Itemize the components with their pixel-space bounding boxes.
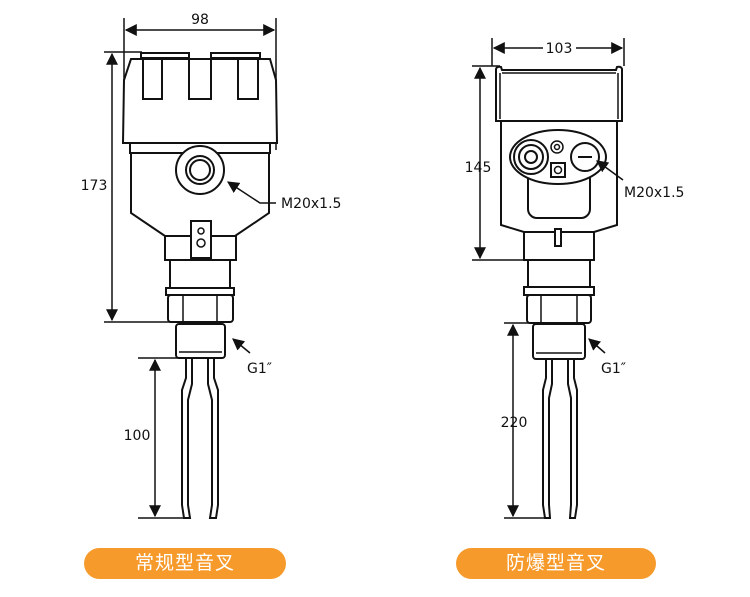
- cable-gland: [513, 139, 549, 175]
- housing-cap: [495, 65, 623, 122]
- standard-tuning-fork-drawing: 98 173 10: [81, 12, 341, 519]
- width-dimension-label: 103: [546, 41, 573, 57]
- fork-tine-right: [207, 357, 219, 519]
- width-dimension-label: 98: [191, 12, 209, 28]
- cable-entry-label: M20x1.5: [624, 185, 684, 201]
- fork-tine-left: [542, 358, 553, 519]
- thread-label: G1″: [247, 361, 272, 377]
- height-dimension-label: 145: [465, 160, 492, 176]
- thread-label: G1″: [601, 361, 626, 377]
- cable-entry-label: M20x1.5: [281, 196, 341, 212]
- process-thread: [175, 323, 226, 359]
- fork-dimension-label: 220: [501, 415, 528, 431]
- cable-gland: [175, 145, 225, 195]
- explosion-proof-tuning-fork-drawing: 103 145 2: [465, 38, 684, 519]
- explosion-proof-type-label: 防爆型音叉: [456, 548, 656, 579]
- standard-type-label: 常规型音叉: [84, 548, 286, 579]
- fork-tine-right: [567, 358, 578, 519]
- fork-tine-left: [181, 357, 193, 519]
- fork-dimension-label: 100: [124, 428, 151, 444]
- height-dimension-label: 173: [81, 178, 108, 194]
- process-thread: [532, 323, 586, 360]
